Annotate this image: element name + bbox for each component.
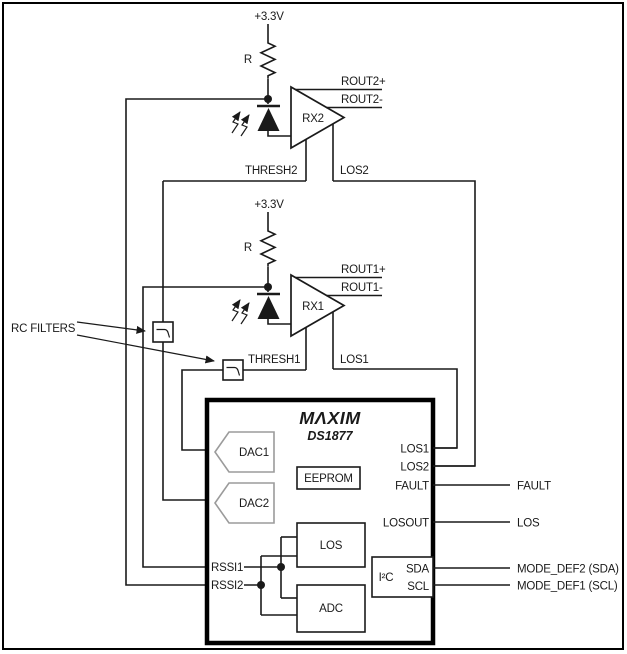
rc-filters-arrow-1: [76, 321, 146, 334]
rx2-stage: +3.3V R RX2 ROUT2+ ROUT2- THRESH2 LOS2: [231, 11, 386, 181]
i2c-label: I²C: [379, 572, 394, 584]
amp-label-rx2: RX2: [302, 113, 324, 125]
los-block: LOS: [296, 522, 366, 568]
resistor-label-rx1: R: [244, 242, 252, 254]
thresh1-label: THRESH1: [248, 354, 300, 366]
rout1-pos-label: ROUT1+: [341, 264, 386, 276]
fault-external-label: FAULT: [517, 481, 551, 493]
dac1-block: DAC1: [214, 431, 275, 473]
chip-pin-losout: LOSOUT: [383, 518, 429, 530]
resistor-icon-rx2: [259, 40, 277, 79]
rc-filters-label: RC FILTERS: [11, 323, 76, 335]
rx1-stage: +3.3V R RX1 ROUT1+ ROUT1- THRESH1 LOS1: [231, 199, 386, 370]
adc-block-label: ADC: [319, 603, 343, 615]
rssi1-junction-dot: [277, 563, 285, 571]
amp-label-rx1: RX1: [302, 301, 324, 313]
los1-label: LOS1: [340, 354, 369, 366]
rout2-neg-label: ROUT2-: [341, 94, 383, 106]
rc-filters: RC FILTERS: [11, 321, 244, 381]
light-arrows-icon-rx2: [231, 111, 250, 137]
rssi2-route-wire: [125, 98, 268, 586]
amp-triangle-rx1: [290, 273, 346, 338]
dac2-block: DAC2: [214, 482, 275, 524]
i2c-block: I²C SDA SCL: [371, 556, 434, 598]
photodiode-icon-rx2: [257, 104, 291, 137]
dac1-thresh1-wire: [181, 369, 223, 451]
photodiode-icon-rx1: [257, 292, 291, 325]
sda-pin-label: SDA: [406, 564, 430, 576]
eeprom-label: EEPROM: [304, 473, 353, 485]
light-arrows-icon-rx1: [231, 299, 250, 325]
resistor-icon-rx1: [259, 228, 277, 267]
ds1877-chip: ΜΛΧΙΜ DS1877 DAC1 DAC2 EEPROM LOS ADC: [204, 397, 436, 646]
chip-pin-los2: LOS2: [400, 462, 429, 474]
chip-pin-fault: FAULT: [395, 481, 429, 493]
rssi1-route-wire: [142, 286, 268, 568]
los2-label: LOS2: [340, 165, 369, 177]
los-block-label: LOS: [320, 540, 343, 552]
supply-label-rx2: +3.3V: [254, 11, 284, 23]
dac2-label: DAC2: [239, 498, 269, 510]
dac2-thresh2-wire: [162, 181, 205, 501]
rout1-neg-label: ROUT1-: [341, 282, 383, 294]
resistor-label-rx2: R: [244, 54, 252, 66]
mode-def2-label: MODE_DEF2 (SDA): [517, 564, 619, 576]
thresh2-label: THRESH2: [245, 165, 297, 177]
chip-pin-rssi1: RSSI1: [211, 562, 243, 574]
supply-label-rx1: +3.3V: [254, 199, 284, 211]
rout2-pos-label: ROUT2+: [341, 76, 386, 88]
lowpass-icon-2: [226, 366, 241, 376]
amp-triangle-rx2: [290, 85, 346, 150]
chip-part-number: DS1877: [307, 429, 353, 443]
rssi-internal-wires: [244, 536, 297, 616]
los-external-label: LOS: [517, 518, 540, 530]
external-connections: FAULT LOS MODE_DEF2 (SDA) MODE_DEF1 (SCL…: [433, 447, 619, 593]
maxim-logo: ΜΛΧΙΜ: [299, 408, 361, 428]
chip-pin-los1: LOS1: [400, 444, 429, 456]
dac1-label: DAC1: [239, 447, 269, 459]
filter-box-2: [222, 359, 244, 381]
eeprom-block: EEPROM: [296, 466, 361, 490]
chip-pin-rssi2: RSSI2: [211, 580, 243, 592]
filter-box-1: [152, 321, 174, 343]
mode-def1-label: MODE_DEF1 (SCL): [517, 581, 618, 593]
scl-pin-label: SCL: [407, 581, 430, 593]
adc-block: ADC: [296, 584, 366, 633]
lowpass-icon-1: [156, 328, 171, 338]
rssi2-junction-dot: [257, 581, 265, 589]
rc-filters-arrow-2: [76, 334, 215, 364]
